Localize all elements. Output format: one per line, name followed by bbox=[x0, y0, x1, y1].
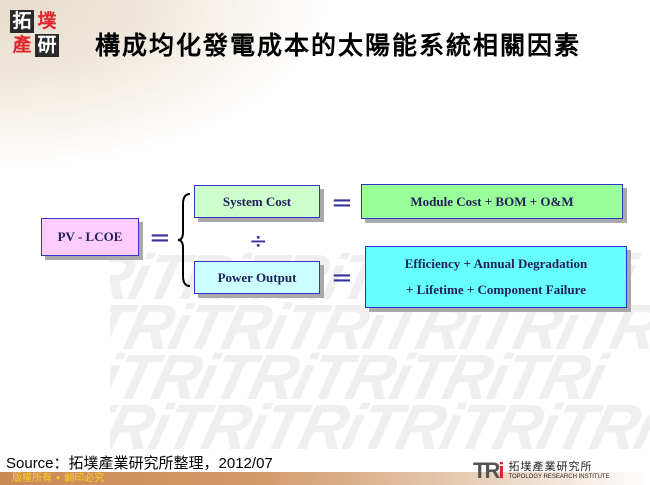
module-cost-box: Module Cost + BOM + O&M bbox=[361, 184, 623, 219]
footer-bar bbox=[0, 472, 650, 485]
left-brace-icon bbox=[177, 193, 191, 287]
logo-char: 墣 bbox=[37, 10, 57, 32]
power-factors-box: Efficiency + Annual Degradation + Lifeti… bbox=[365, 246, 627, 308]
divide-sign: ÷ bbox=[249, 229, 268, 254]
system-cost-box: System Cost bbox=[194, 185, 320, 218]
power-output-label: Power Output bbox=[217, 269, 297, 285]
org-name-en: TOPOLOGY RESEARCH INSTITUTE bbox=[508, 474, 610, 480]
module-cost-label: Module Cost + BOM + O&M bbox=[410, 193, 574, 209]
system-cost-label: System Cost bbox=[222, 193, 292, 209]
logo-char: 產 bbox=[12, 34, 32, 56]
copyright-notice: 版權所有 • 翻印必究 bbox=[12, 473, 105, 484]
tri-mark: TRi bbox=[473, 458, 505, 483]
watermark-row: TRiTRiTRiTRiTRiTRi bbox=[110, 391, 650, 460]
org-name-cn: 拓墣產業研究所 bbox=[508, 460, 593, 473]
corner-background bbox=[0, 0, 330, 170]
slide-title: 構成均化發電成本的太陽能系統相關因素 bbox=[95, 31, 582, 60]
equals-sign-main: = bbox=[149, 223, 171, 253]
equals-sign-cost: = bbox=[331, 188, 353, 218]
power-factors-line1: Efficiency + Annual Degradation bbox=[404, 256, 588, 271]
logo-char: 研 bbox=[35, 34, 59, 57]
power-output-box: Power Output bbox=[194, 261, 320, 294]
source-note: Source：拓墣產業研究所整理，2012/07 bbox=[6, 455, 273, 472]
pv-lcoe-label: PV - LCOE bbox=[57, 229, 123, 244]
logo-char: 拓 bbox=[10, 10, 34, 33]
power-factors-line2: + Lifetime + Component Failure bbox=[406, 282, 586, 297]
pv-lcoe-box: PV - LCOE bbox=[41, 218, 139, 256]
brand-logo: 拓 墣 產 研 bbox=[10, 10, 60, 58]
equals-sign-output: = bbox=[331, 263, 353, 293]
tri-institute-logo: TRi 拓墣產業研究所 TOPOLOGY RESEARCH INSTITUTE bbox=[473, 458, 610, 484]
